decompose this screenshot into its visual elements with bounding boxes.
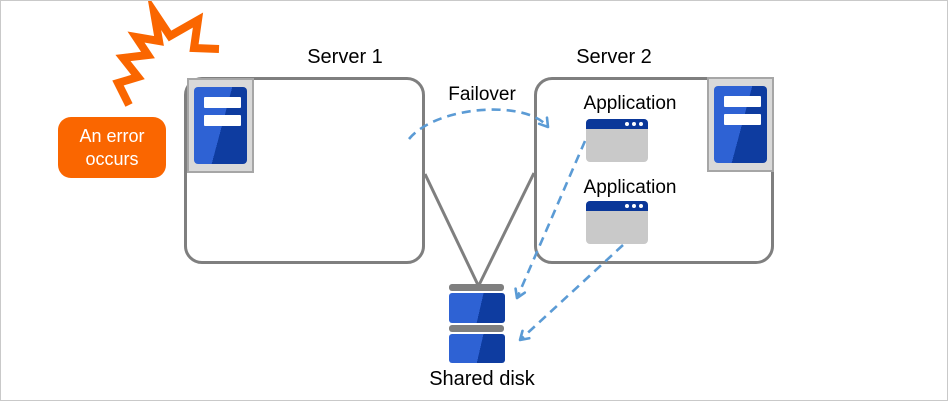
application2-window-icon — [586, 201, 648, 244]
application2-label: Application — [583, 177, 677, 198]
error-flash-icon — [112, 1, 220, 107]
application2-disk-arrow — [518, 244, 624, 342]
application-titlebar — [586, 201, 648, 211]
server2-label: Server 2 — [576, 46, 652, 68]
server-slot — [204, 97, 241, 108]
disk-bar — [449, 284, 504, 291]
titlebar-dot — [632, 122, 636, 126]
server-slot — [204, 115, 241, 126]
server1-icon-body — [194, 87, 247, 164]
titlebar-dot — [639, 122, 643, 126]
failover-label: Failover — [448, 84, 516, 105]
server2-disk-connector — [477, 172, 536, 286]
disk-platter — [449, 334, 505, 363]
server-slot — [724, 114, 761, 125]
disk-platter — [449, 293, 505, 323]
failover-arrow — [407, 108, 550, 140]
server1-icon — [187, 78, 254, 173]
application1-window-icon — [586, 119, 648, 162]
titlebar-dot — [625, 204, 629, 208]
titlebar-dot — [639, 204, 643, 208]
server2-icon — [707, 77, 774, 172]
error-callout: An error occurs — [58, 117, 166, 178]
shared-disk-label: Shared disk — [429, 368, 535, 390]
application1-disk-arrow — [514, 140, 587, 300]
server1-disk-connector — [423, 173, 480, 286]
server1-label: Server 1 — [307, 46, 383, 68]
application-titlebar — [586, 119, 648, 129]
titlebar-dot — [632, 204, 636, 208]
application1-label: Application — [583, 93, 677, 114]
titlebar-dot — [625, 122, 629, 126]
server2-icon-body — [714, 86, 767, 163]
disk-bar — [449, 325, 504, 332]
server-slot — [724, 96, 761, 107]
